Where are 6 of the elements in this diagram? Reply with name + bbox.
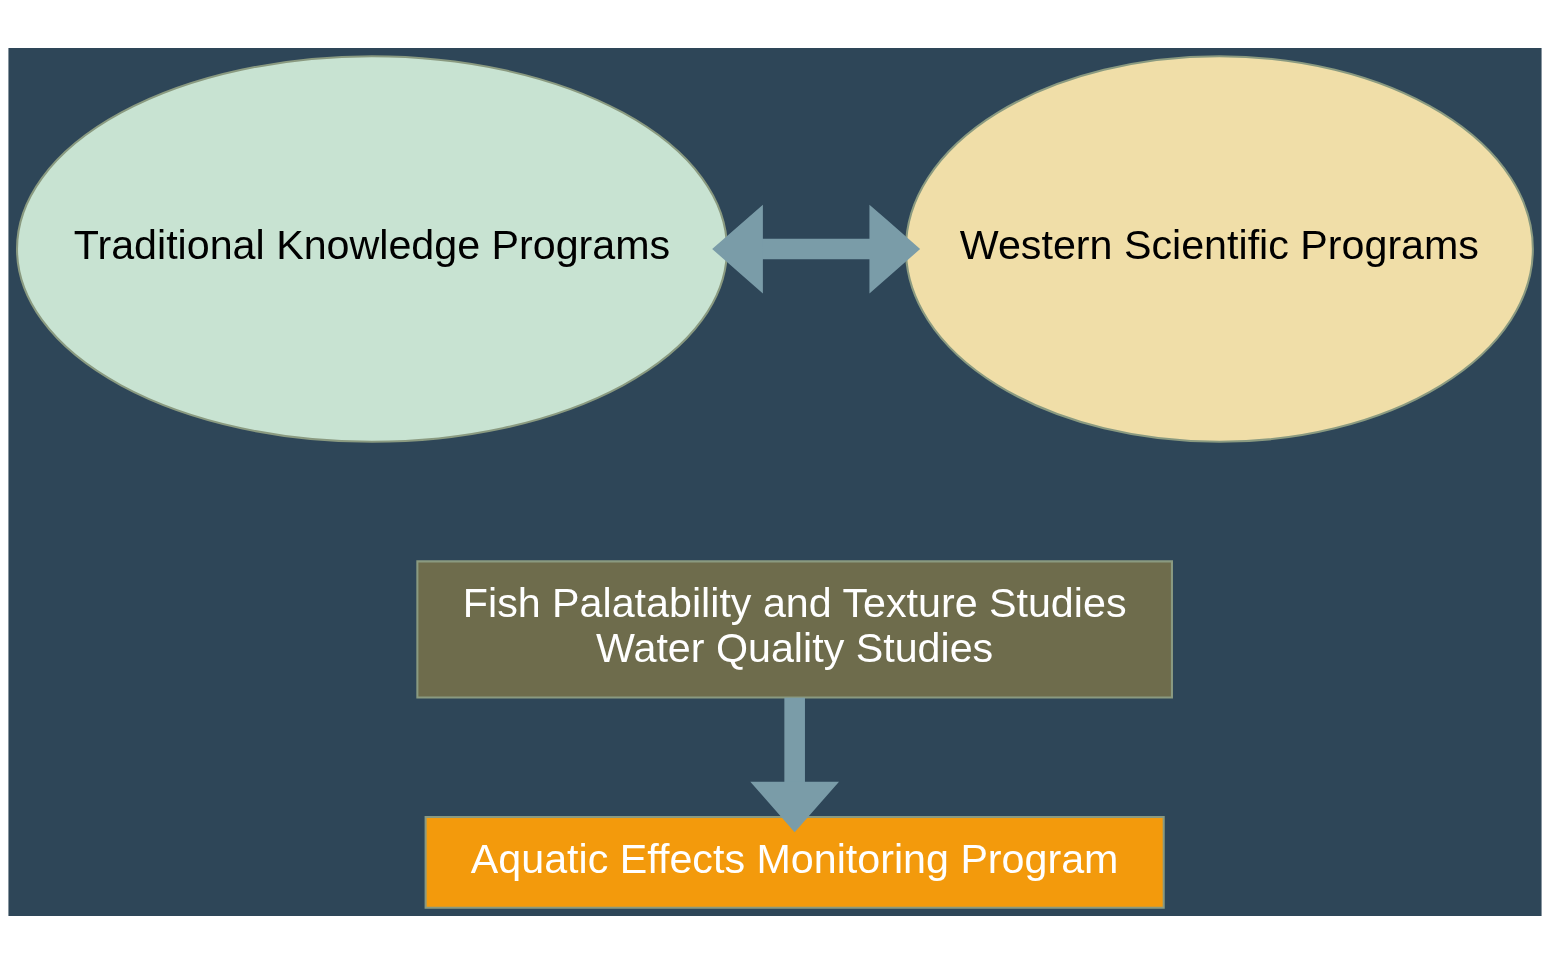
arrow bbox=[712, 204, 921, 294]
node-box: Aquatic Effects Monitoring Program bbox=[424, 816, 1165, 909]
node-box: Fish Palatability and Texture Studies Water Quality Studies bbox=[416, 560, 1173, 699]
node-ellipse: Western Scientific Programs bbox=[904, 55, 1534, 443]
arrow bbox=[750, 697, 840, 833]
node-ellipse: Traditional Knowledge Programs bbox=[16, 55, 728, 443]
